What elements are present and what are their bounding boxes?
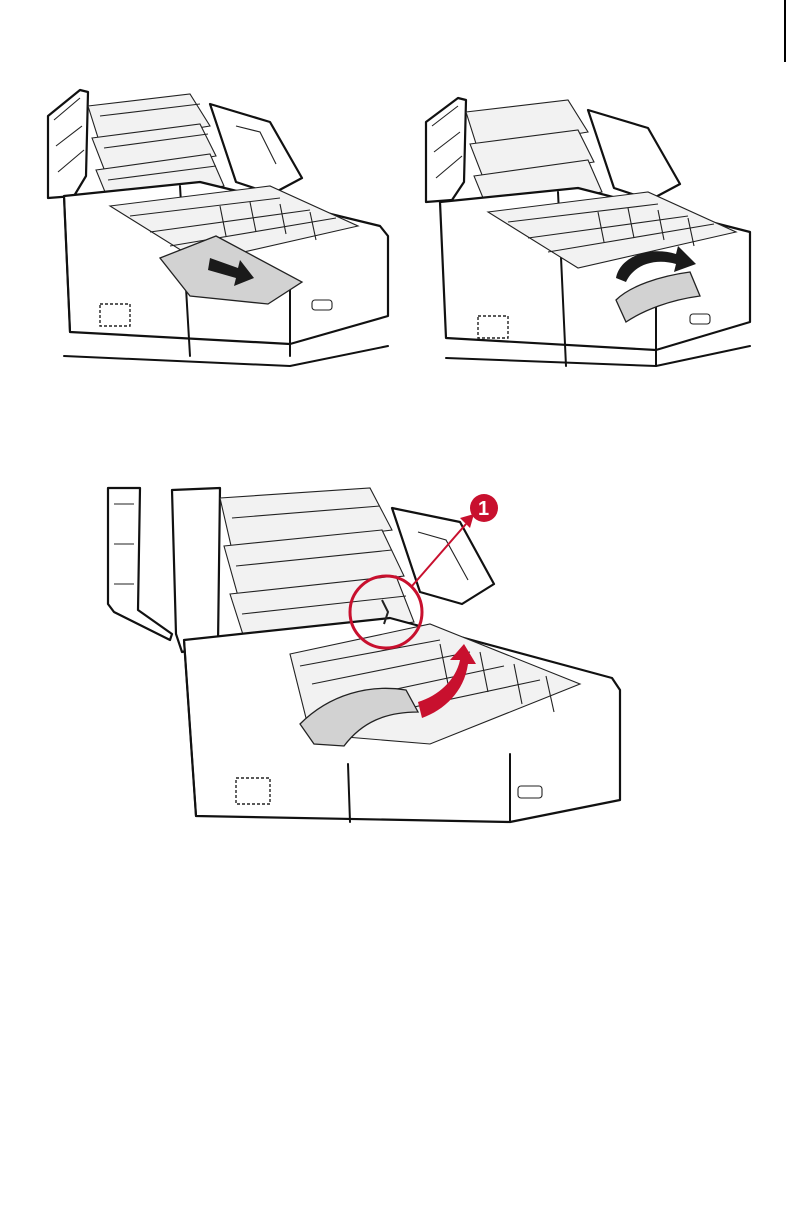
figure-remove-paper-step-3: 1 — [100, 484, 630, 824]
printer-illustration — [420, 96, 756, 368]
figure-remove-paper-step-2 — [420, 96, 756, 368]
printer-illustration — [40, 86, 396, 368]
figure-remove-paper-step-1 — [40, 86, 396, 368]
printer-illustration: 1 — [100, 484, 630, 824]
callout-number: 1 — [478, 498, 489, 520]
page-edge-rule — [784, 0, 786, 62]
